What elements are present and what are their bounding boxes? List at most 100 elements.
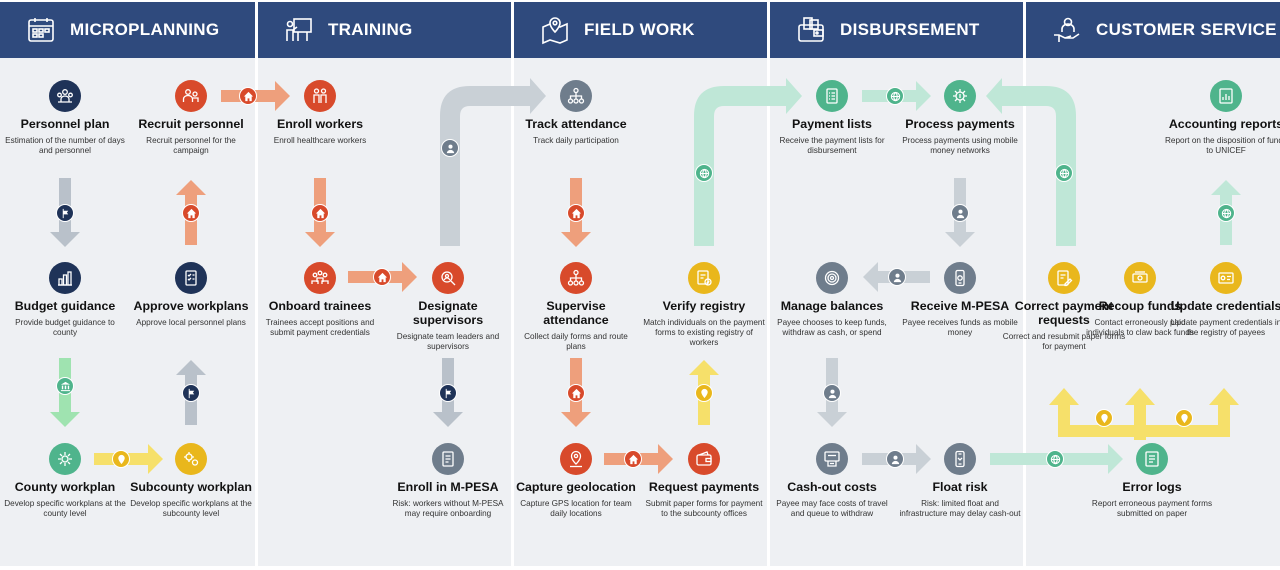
arrow-error-branches	[1049, 388, 1239, 440]
node-cash-out-costs: Cash-out costs Payee may face costs of t…	[770, 443, 894, 519]
flag-icon	[56, 204, 74, 222]
node-error-logs: Error logs Report erroneous payment form…	[1077, 443, 1227, 519]
log-icon	[1136, 443, 1168, 475]
gear-network-icon	[49, 443, 81, 475]
globe-icon	[1055, 164, 1073, 182]
phone-icon	[944, 443, 976, 475]
recruit-people-icon	[175, 80, 207, 112]
location-pin-icon	[1175, 409, 1193, 427]
field-work-header: FIELD WORK	[514, 2, 767, 58]
house-icon	[311, 204, 329, 222]
microplanning-header: MICROPLANNING	[0, 2, 255, 58]
node-approve-workplans: Approve workplans Approve local personne…	[129, 262, 253, 328]
report-chart-icon	[1210, 80, 1242, 112]
node-enroll-mpesa: Enroll in M-PESA Risk: workers without M…	[386, 443, 510, 519]
node-update-credentials: Update credentials Update payment creden…	[1164, 262, 1280, 338]
node-manage-balances: Manage balances Payee chooses to keep fu…	[770, 262, 894, 338]
wallet-icon	[798, 17, 824, 42]
node-capture-geolocation: Capture geolocation Capture GPS location…	[514, 443, 638, 519]
wallet-icon	[688, 443, 720, 475]
node-track-attendance: Track attendance Track daily participati…	[514, 80, 638, 146]
verify-document-icon	[688, 262, 720, 294]
node-recoup-funds: Recoup funds Contact erroneously paid in…	[1078, 262, 1202, 338]
globe-icon	[695, 164, 713, 182]
person-icon	[888, 268, 906, 286]
arrow-correct-to-process	[986, 78, 1076, 246]
globe-icon	[1217, 204, 1235, 222]
node-accounting-reports: Accounting reports Report on the disposi…	[1164, 80, 1280, 156]
mobile-money-icon	[944, 262, 976, 294]
map-pin-icon	[542, 17, 568, 45]
phase-title: CUSTOMER SERVICE	[1096, 20, 1277, 39]
node-correct-payment-requests: Correct payment requests Correct and res…	[1002, 262, 1126, 352]
node-request-payments: Request payments Submit paper forms for …	[642, 443, 766, 519]
edit-document-icon	[1048, 262, 1080, 294]
hierarchy-icon	[560, 262, 592, 294]
node-county-workplan: County workplan Develop specific workpla…	[3, 443, 127, 519]
node-process-payments: Process payments Process payments using …	[898, 80, 1022, 156]
atm-icon	[816, 443, 848, 475]
list-document-icon	[816, 80, 848, 112]
phase-title: TRAINING	[328, 20, 413, 39]
location-pin-icon	[695, 384, 713, 402]
phase-title: FIELD WORK	[584, 20, 695, 39]
gear-money-icon	[944, 80, 976, 112]
house-icon	[182, 204, 200, 222]
person-icon	[441, 139, 459, 157]
house-icon	[373, 268, 391, 286]
customer-service-header: CUSTOMER SERVICE	[1026, 2, 1280, 58]
node-receive-mpesa: Receive M-PESA Payee receives funds as m…	[898, 262, 1022, 338]
location-icon	[560, 443, 592, 475]
node-verify-registry: Verify registry Match individuals on the…	[642, 262, 766, 348]
node-recruit-personnel: Recruit personnel Recruit personnel for …	[129, 80, 253, 156]
node-enroll-workers: Enroll workers Enroll healthcare workers	[258, 80, 382, 146]
house-icon	[624, 450, 642, 468]
presentation-board-icon	[286, 18, 312, 41]
globe-icon	[1046, 450, 1064, 468]
node-onboard-trainees: Onboard trainees Trainees accept positio…	[258, 262, 382, 338]
hand-person-icon	[1054, 17, 1080, 42]
flag-icon	[182, 384, 200, 402]
house-icon	[567, 204, 585, 222]
flag-icon	[439, 384, 457, 402]
credential-icon	[1210, 262, 1242, 294]
phase-title: MICROPLANNING	[70, 20, 220, 39]
training-header: TRAINING	[258, 2, 511, 58]
person-icon	[886, 450, 904, 468]
bank-icon	[56, 377, 74, 395]
checklist-icon	[175, 262, 207, 294]
field-work-column	[514, 58, 767, 566]
training-column	[258, 58, 511, 566]
house-icon	[239, 87, 257, 105]
node-float-risk: Float risk Risk: limited float and infra…	[898, 443, 1022, 519]
arrow-designate-to-track	[440, 78, 546, 246]
target-icon	[816, 262, 848, 294]
disbursement-column	[770, 58, 1023, 566]
node-payment-lists: Payment lists Receive the payment lists …	[770, 80, 894, 156]
location-pin-icon	[112, 450, 130, 468]
node-personnel-plan: Personnel plan Estimation of the number …	[3, 80, 127, 156]
budget-chart-icon	[49, 262, 81, 294]
node-supervise-attendance: Supervise attendance Collect daily forms…	[514, 262, 638, 352]
arrow-verify-to-payment-lists	[694, 78, 802, 246]
cash-return-icon	[1124, 262, 1156, 294]
microplanning-column	[0, 58, 255, 566]
globe-icon	[886, 87, 904, 105]
people-pair-icon	[304, 80, 336, 112]
magnifier-person-icon	[432, 262, 464, 294]
disbursement-header: DISBURSEMENT	[770, 2, 1023, 58]
node-budget-guidance: Budget guidance Provide budget guidance …	[3, 262, 127, 338]
node-designate-supervisors: Designate supervisors Designate team lea…	[386, 262, 510, 352]
person-icon	[951, 204, 969, 222]
people-meeting-icon	[49, 80, 81, 112]
location-pin-icon	[1095, 409, 1113, 427]
calendar-icon	[28, 18, 54, 42]
phase-title: DISBURSEMENT	[840, 20, 980, 39]
person-icon	[823, 384, 841, 402]
document-icon	[432, 443, 464, 475]
gears-icon	[175, 443, 207, 475]
hierarchy-icon	[560, 80, 592, 112]
node-subcounty-workplan: Subcounty workplan Develop specific work…	[129, 443, 253, 519]
house-icon	[567, 384, 585, 402]
group-icon	[304, 262, 336, 294]
